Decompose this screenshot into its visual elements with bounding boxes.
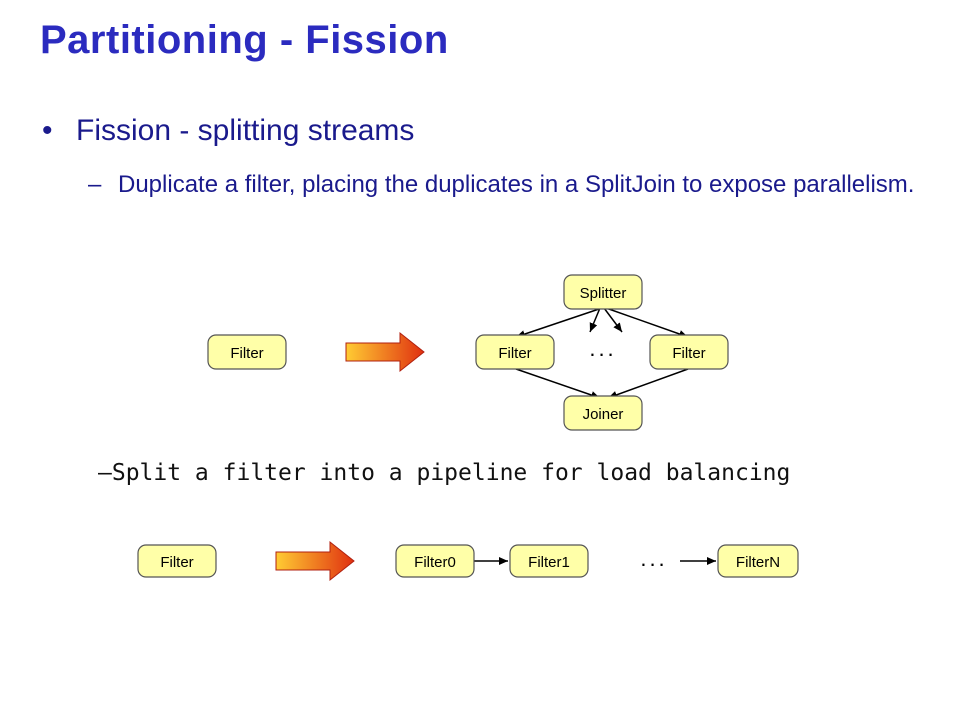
edge-splitter-right bbox=[605, 307, 689, 338]
filter1-label: Filter1 bbox=[528, 554, 570, 571]
duplicate-filter-right-node: Filter bbox=[649, 334, 729, 370]
pipeline-diagram: Filter Filter0 Filter1 FilterN ... bbox=[137, 540, 799, 582]
bullet-text: Fission - splitting streams bbox=[76, 114, 415, 147]
edge-splitter-mid1 bbox=[589, 307, 601, 333]
pipeline-transform-arrow-icon bbox=[275, 540, 355, 582]
edge-splitter-left bbox=[515, 307, 603, 338]
filter0-label: Filter0 bbox=[414, 554, 456, 571]
source-filter-node: Filter bbox=[207, 334, 287, 370]
splitjoin-ellipsis: ... bbox=[589, 336, 616, 361]
sub-bullet-duplicate: – Duplicate a filter, placing the duplic… bbox=[88, 168, 918, 202]
joiner-label: Joiner bbox=[583, 406, 624, 423]
splitjoin-diagram: Filter Splitter Filter Filter Joiner ... bbox=[207, 274, 729, 431]
duplicate-filter-right-label: Filter bbox=[672, 345, 705, 362]
sub-bullet-dash: – bbox=[88, 171, 102, 198]
source-filter-label: Filter bbox=[230, 345, 263, 362]
sub-bullet-text: Duplicate a filter, placing the duplicat… bbox=[118, 171, 915, 198]
edge-splitter-mid2 bbox=[603, 307, 623, 333]
filter0-node: Filter0 bbox=[395, 544, 475, 578]
duplicate-filter-left-node: Filter bbox=[475, 334, 555, 370]
filterN-node: FilterN bbox=[717, 544, 799, 578]
splitter-label: Splitter bbox=[580, 285, 627, 302]
pipeline-source-filter-label: Filter bbox=[160, 554, 193, 571]
transform-arrow-icon bbox=[345, 331, 425, 373]
bullet-fission: • Fission - splitting streams bbox=[42, 114, 414, 148]
splitter-node: Splitter bbox=[563, 274, 643, 310]
pipeline-source-filter-node: Filter bbox=[137, 544, 217, 578]
filterN-label: FilterN bbox=[736, 554, 780, 571]
duplicate-filter-left-label: Filter bbox=[498, 345, 531, 362]
filter1-node: Filter1 bbox=[509, 544, 589, 578]
sub-bullet-split: –Split a filter into a pipeline for load… bbox=[98, 460, 791, 486]
bullet-marker: • bbox=[42, 114, 53, 147]
joiner-node: Joiner bbox=[563, 395, 643, 431]
edge-left-joiner bbox=[515, 368, 601, 399]
pipeline-ellipsis: ... bbox=[640, 546, 667, 571]
slide-title: Partitioning - Fission bbox=[40, 18, 449, 62]
edge-right-joiner bbox=[607, 368, 689, 399]
